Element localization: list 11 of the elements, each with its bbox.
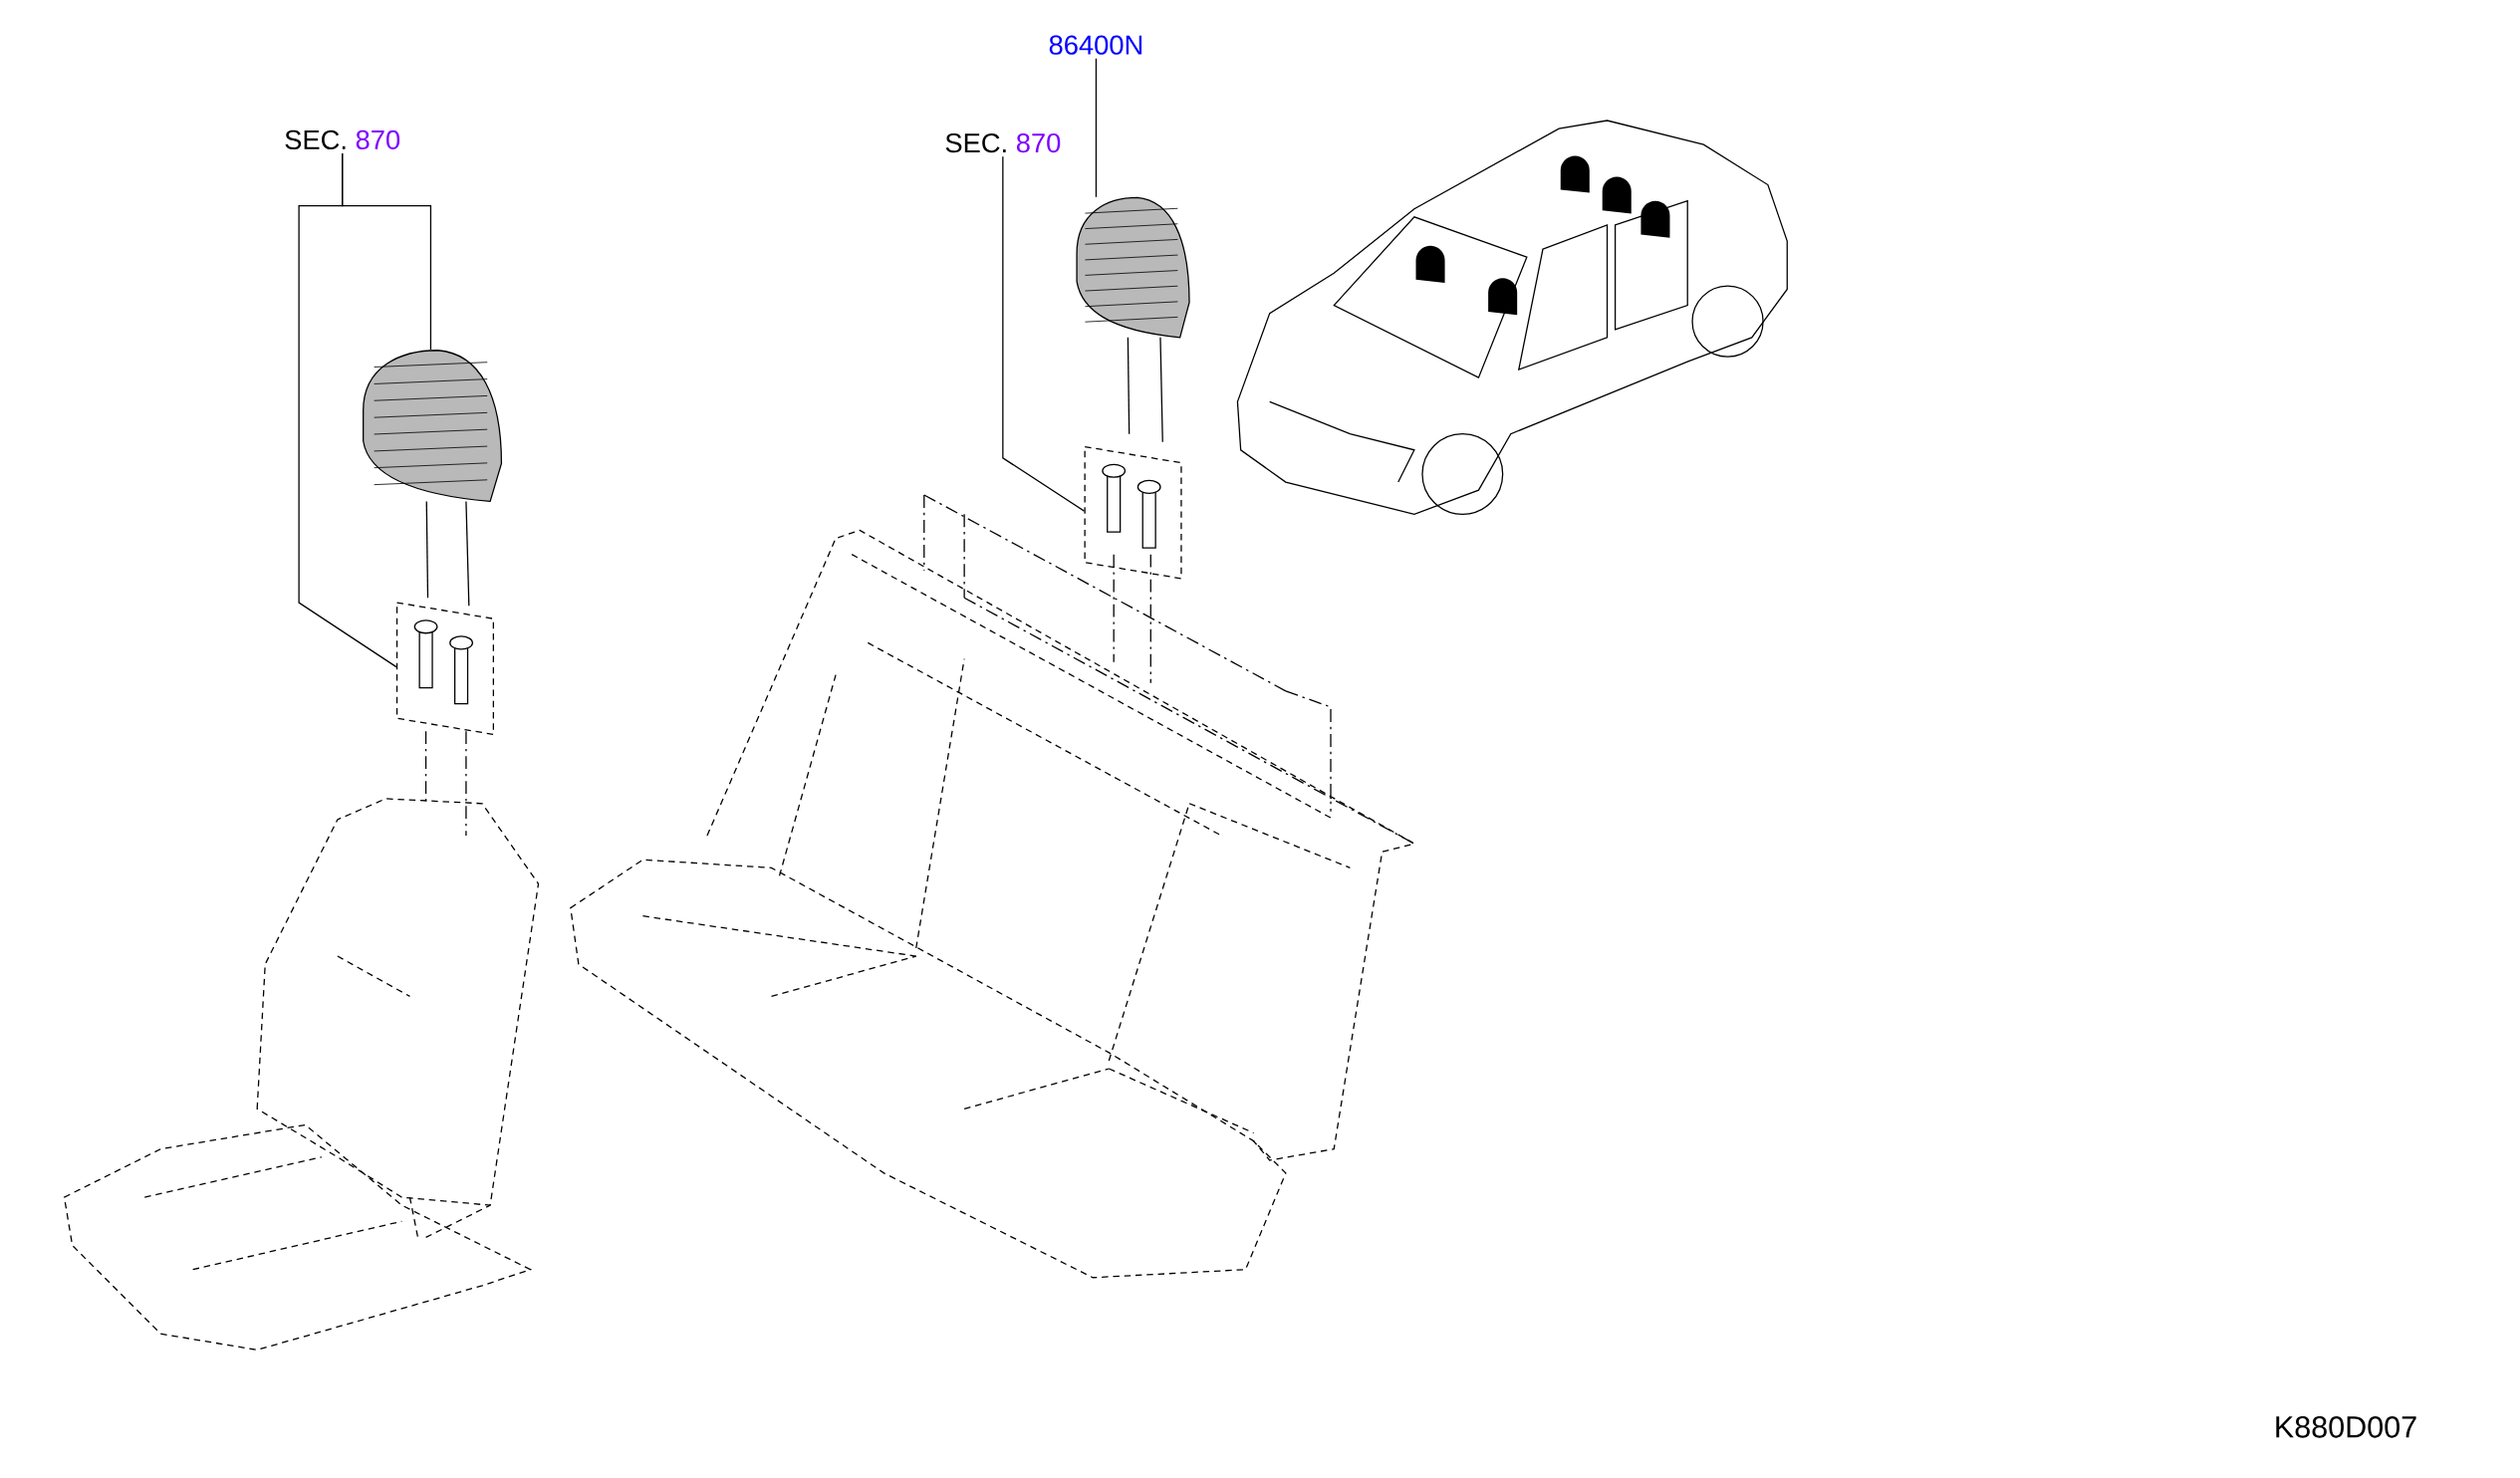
- part-label: 86400N: [1049, 35, 1142, 55]
- leader-line: [1095, 57, 1098, 198]
- leader-line: [298, 152, 397, 668]
- leader-line: [1002, 155, 1086, 512]
- guide-drawing: [395, 602, 494, 735]
- drawing-number: K880D007: [2276, 1415, 2416, 1438]
- guide-drawing: [1084, 445, 1182, 580]
- headrest-drawing: [1076, 196, 1190, 443]
- part-label: SEC. 870: [285, 129, 400, 149]
- part-label: SEC. 870: [945, 132, 1061, 153]
- headrest-drawing: [363, 349, 503, 607]
